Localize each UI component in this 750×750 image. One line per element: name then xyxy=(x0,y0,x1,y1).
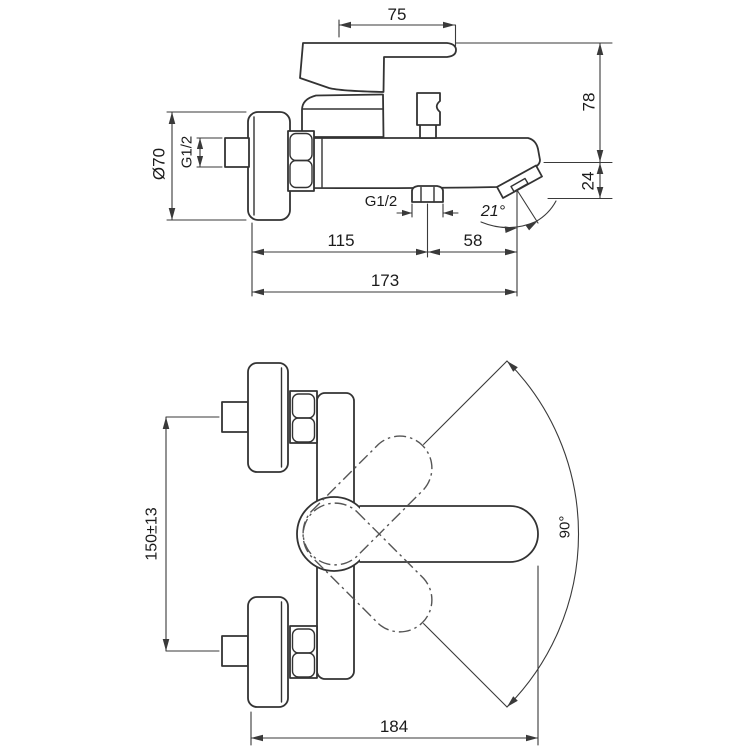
angle-90-radius-lines xyxy=(423,360,508,708)
dim-dia70-lines xyxy=(166,111,247,221)
side-view-parts xyxy=(224,42,543,221)
diverter-knob xyxy=(416,92,441,126)
outlet-thread-label: G1/2 xyxy=(365,193,398,210)
dim-inlet-arrow-top xyxy=(196,138,204,149)
dim-75-label: 75 xyxy=(388,5,407,24)
inlet-pipe-bottom xyxy=(221,635,249,667)
dim-173-label: 173 xyxy=(371,271,399,290)
union-nut-top-facet-b xyxy=(291,417,316,443)
angle-21-label: 21° xyxy=(480,203,506,220)
shower-outlet-cap xyxy=(411,185,444,203)
lever-fill xyxy=(360,506,538,562)
dim-24-arrow-top xyxy=(596,163,604,174)
dim-58-arrow-right xyxy=(505,248,517,256)
dim-184-label: 184 xyxy=(380,717,408,736)
angle-90-arrow-bottom xyxy=(507,696,518,707)
escutcheon-top xyxy=(247,362,289,473)
front-view: 150±13 90° 184 xyxy=(144,360,580,746)
dim-150-label: 150±13 xyxy=(144,507,161,560)
dim-58-arrow-left xyxy=(428,248,440,256)
dim-173-arrow-left xyxy=(252,288,264,296)
front-view-dimensions: 150±13 90° 184 xyxy=(144,360,580,746)
angle-21-reference-lines xyxy=(516,189,539,297)
dim-115-arrow-right xyxy=(416,248,428,256)
dim-dia70-arrow-bottom xyxy=(168,208,176,220)
handle-boss xyxy=(296,496,372,572)
lever-handle xyxy=(299,42,457,93)
handle-phantom-down xyxy=(302,502,433,633)
dim-184-arrow-right xyxy=(526,734,538,742)
lever-front xyxy=(359,505,539,563)
dim-150-arrow-bottom xyxy=(162,639,170,651)
shower-outlet-facets xyxy=(420,186,435,203)
dim-outlet-arrow-right xyxy=(443,209,453,217)
inlet-pipe-top xyxy=(221,401,249,433)
dim-115-arrow-left xyxy=(252,248,264,256)
dim-75-arrow-right xyxy=(443,21,455,29)
side-view-dimensions: 75 78 24 Ø70 G1/2 G1/2 xyxy=(150,5,613,297)
angle-21-arrow-b xyxy=(525,221,537,231)
dim-78-arrow-bottom xyxy=(596,150,604,162)
dim-115-label: 115 xyxy=(327,231,354,250)
inlet-pipe xyxy=(224,137,250,168)
angle-90-arc xyxy=(506,360,580,708)
angle-21-arrow-a xyxy=(504,226,517,233)
dim-outlet-arrow-left xyxy=(402,209,412,217)
angle-21-arc xyxy=(480,200,557,229)
dim-115-58-173-lines xyxy=(251,222,518,297)
dim-24-arrow-bottom xyxy=(596,187,604,198)
angle-90-arrow-top xyxy=(507,361,518,372)
dim-78-arrow-top xyxy=(596,43,604,55)
dim-78-label: 78 xyxy=(580,93,599,112)
spout-body xyxy=(312,137,541,190)
handle-phantom-up xyxy=(302,435,433,566)
dim-78-24-lines xyxy=(455,42,613,200)
dim-150-lines xyxy=(165,416,220,652)
dim-173-arrow-right xyxy=(505,288,517,296)
dim-dia70-label: Ø70 xyxy=(150,148,169,180)
dim-150-arrow-top xyxy=(162,417,170,429)
side-view: 75 78 24 Ø70 G1/2 G1/2 xyxy=(150,5,613,297)
inlet-thread-label: G1/2 xyxy=(179,136,196,169)
dim-58-label: 58 xyxy=(464,231,483,250)
dim-75-lines xyxy=(338,19,457,47)
dim-dia70-arrow-top xyxy=(168,112,176,124)
union-nut-facet-bottom xyxy=(289,159,313,189)
dim-184-arrow-left xyxy=(251,734,263,742)
dim-184-lines xyxy=(250,565,539,746)
dim-24-label: 24 xyxy=(579,172,598,191)
front-view-parts xyxy=(221,362,539,708)
dim-75-arrow-left xyxy=(339,21,351,29)
union-nut-bottom-facet-b xyxy=(291,652,316,678)
aerator-insert xyxy=(510,177,529,193)
angle-90-label: 90° xyxy=(557,516,574,539)
escutcheon-bottom xyxy=(247,596,289,708)
dim-inlet-arrow-bottom xyxy=(196,156,204,167)
